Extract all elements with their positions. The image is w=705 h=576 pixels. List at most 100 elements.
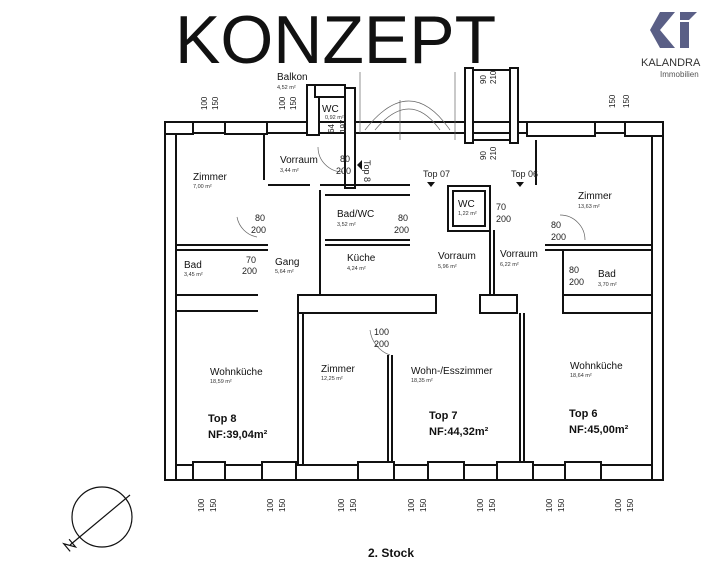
svg-text:150: 150 <box>626 498 635 512</box>
room-name: Wohnküche <box>210 367 263 378</box>
svg-text:200: 200 <box>394 225 409 235</box>
entrance-label: Top 8 <box>362 160 372 182</box>
doors <box>236 146 586 356</box>
svg-text:100: 100 <box>197 498 206 512</box>
room-name: Vorraum <box>280 155 318 166</box>
svg-text:70: 70 <box>246 255 256 265</box>
svg-text:100: 100 <box>476 498 485 512</box>
svg-text:80: 80 <box>255 213 265 223</box>
svg-text:100: 100 <box>337 498 346 512</box>
unit-top: Top 8 <box>208 413 237 425</box>
room-name: Zimmer <box>321 364 356 375</box>
north-arrow-icon <box>62 486 133 552</box>
room-area: 1,22 m² <box>458 211 477 217</box>
svg-text:150: 150 <box>622 94 631 108</box>
room-area: 3,44 m² <box>280 168 299 174</box>
svg-text:150: 150 <box>488 498 497 512</box>
svg-text:70: 70 <box>496 202 506 212</box>
room-area: 6,22 m² <box>500 262 519 268</box>
unit-area: NF:39,04m² <box>208 429 268 441</box>
unit-area: NF:45,00m² <box>569 424 629 436</box>
room-name: Bad <box>184 260 202 271</box>
logo-k-mark <box>650 12 675 48</box>
svg-text:100: 100 <box>407 498 416 512</box>
room-area: 3,52 m² <box>337 222 356 228</box>
room-area: 3,45 m² <box>184 272 203 278</box>
staircase <box>359 72 456 140</box>
svg-text:80: 80 <box>569 265 579 275</box>
room-area: 12,25 m² <box>321 376 343 382</box>
svg-text:200: 200 <box>336 166 351 176</box>
walls <box>164 67 664 481</box>
room-name: Zimmer <box>578 191 613 202</box>
room-area: 4,52 m² <box>277 85 296 91</box>
svg-text:200: 200 <box>374 339 389 349</box>
svg-text:80: 80 <box>398 213 408 223</box>
svg-text:200: 200 <box>242 266 257 276</box>
svg-text:210: 210 <box>489 146 498 160</box>
svg-text:197: 197 <box>339 119 348 133</box>
svg-text:80: 80 <box>340 154 350 164</box>
svg-text:210: 210 <box>489 70 498 84</box>
svg-text:100: 100 <box>278 96 287 110</box>
svg-text:150: 150 <box>557 498 566 512</box>
room-area: 3,70 m² <box>598 282 617 288</box>
room-area: 4,24 m² <box>347 266 366 272</box>
svg-text:150: 150 <box>608 94 617 108</box>
logo-sub: Immobilien <box>660 70 699 79</box>
svg-text:100: 100 <box>200 96 209 110</box>
room-name: WC <box>458 199 475 210</box>
entrance-labels: Top 8 Top 07 Top 06 <box>357 160 538 187</box>
room-area: 13,63 m² <box>578 204 600 210</box>
room-name: Balkon <box>277 72 308 83</box>
svg-text:150: 150 <box>211 96 220 110</box>
svg-text:100: 100 <box>374 327 389 337</box>
svg-text:64: 64 <box>327 124 336 133</box>
kalandra-logo: KALANDRA Immobilien <box>641 12 701 79</box>
floor-label: 2. Stock <box>368 546 414 560</box>
room-area: 5,64 m² <box>275 269 294 275</box>
svg-text:90: 90 <box>479 151 488 160</box>
unit-labels: Top 8 NF:39,04m² Top 7 NF:44,32m² Top 6 NF:… <box>208 408 629 441</box>
room-name: Zimmer <box>193 172 228 183</box>
svg-text:150: 150 <box>278 498 287 512</box>
room-name: Vorraum <box>438 251 476 262</box>
room-area: 18,59 m² <box>210 379 232 385</box>
svg-text:90: 90 <box>479 75 488 84</box>
logo-name: KALANDRA <box>641 57 701 69</box>
svg-text:150: 150 <box>419 498 428 512</box>
room-area: 18,64 m² <box>570 373 592 379</box>
svg-text:100: 100 <box>545 498 554 512</box>
svg-text:80: 80 <box>551 220 561 230</box>
svg-text:200: 200 <box>496 214 511 224</box>
svg-text:150: 150 <box>349 498 358 512</box>
unit-area: NF:44,32m² <box>429 426 489 438</box>
unit-top: Top 7 <box>429 410 458 422</box>
room-name: Vorraum <box>500 249 538 260</box>
svg-text:150: 150 <box>209 498 218 512</box>
svg-text:200: 200 <box>551 232 566 242</box>
room-name: Bad/WC <box>337 209 374 220</box>
room-name: WC <box>322 104 339 115</box>
svg-text:100: 100 <box>614 498 623 512</box>
entrance-label: Top 07 <box>423 169 450 179</box>
svg-text:200: 200 <box>251 225 266 235</box>
room-name: Wohn-/Esszimmer <box>411 366 493 377</box>
room-area: 0,92 m² <box>325 115 344 121</box>
svg-text:200: 200 <box>569 277 584 287</box>
concept-title: KONZEPT <box>175 2 496 78</box>
room-area: 7,00 m² <box>193 184 212 190</box>
room-area: 5,96 m² <box>438 264 457 270</box>
entrance-label: Top 06 <box>511 169 538 179</box>
room-name: Gang <box>275 257 299 268</box>
room-area: 18,35 m² <box>411 378 433 384</box>
room-name: Bad <box>598 269 616 280</box>
unit-top: Top 6 <box>569 408 598 420</box>
svg-text:150: 150 <box>289 96 298 110</box>
room-name: Wohnküche <box>570 361 623 372</box>
room-name: Küche <box>347 253 376 264</box>
svg-text:100: 100 <box>266 498 275 512</box>
